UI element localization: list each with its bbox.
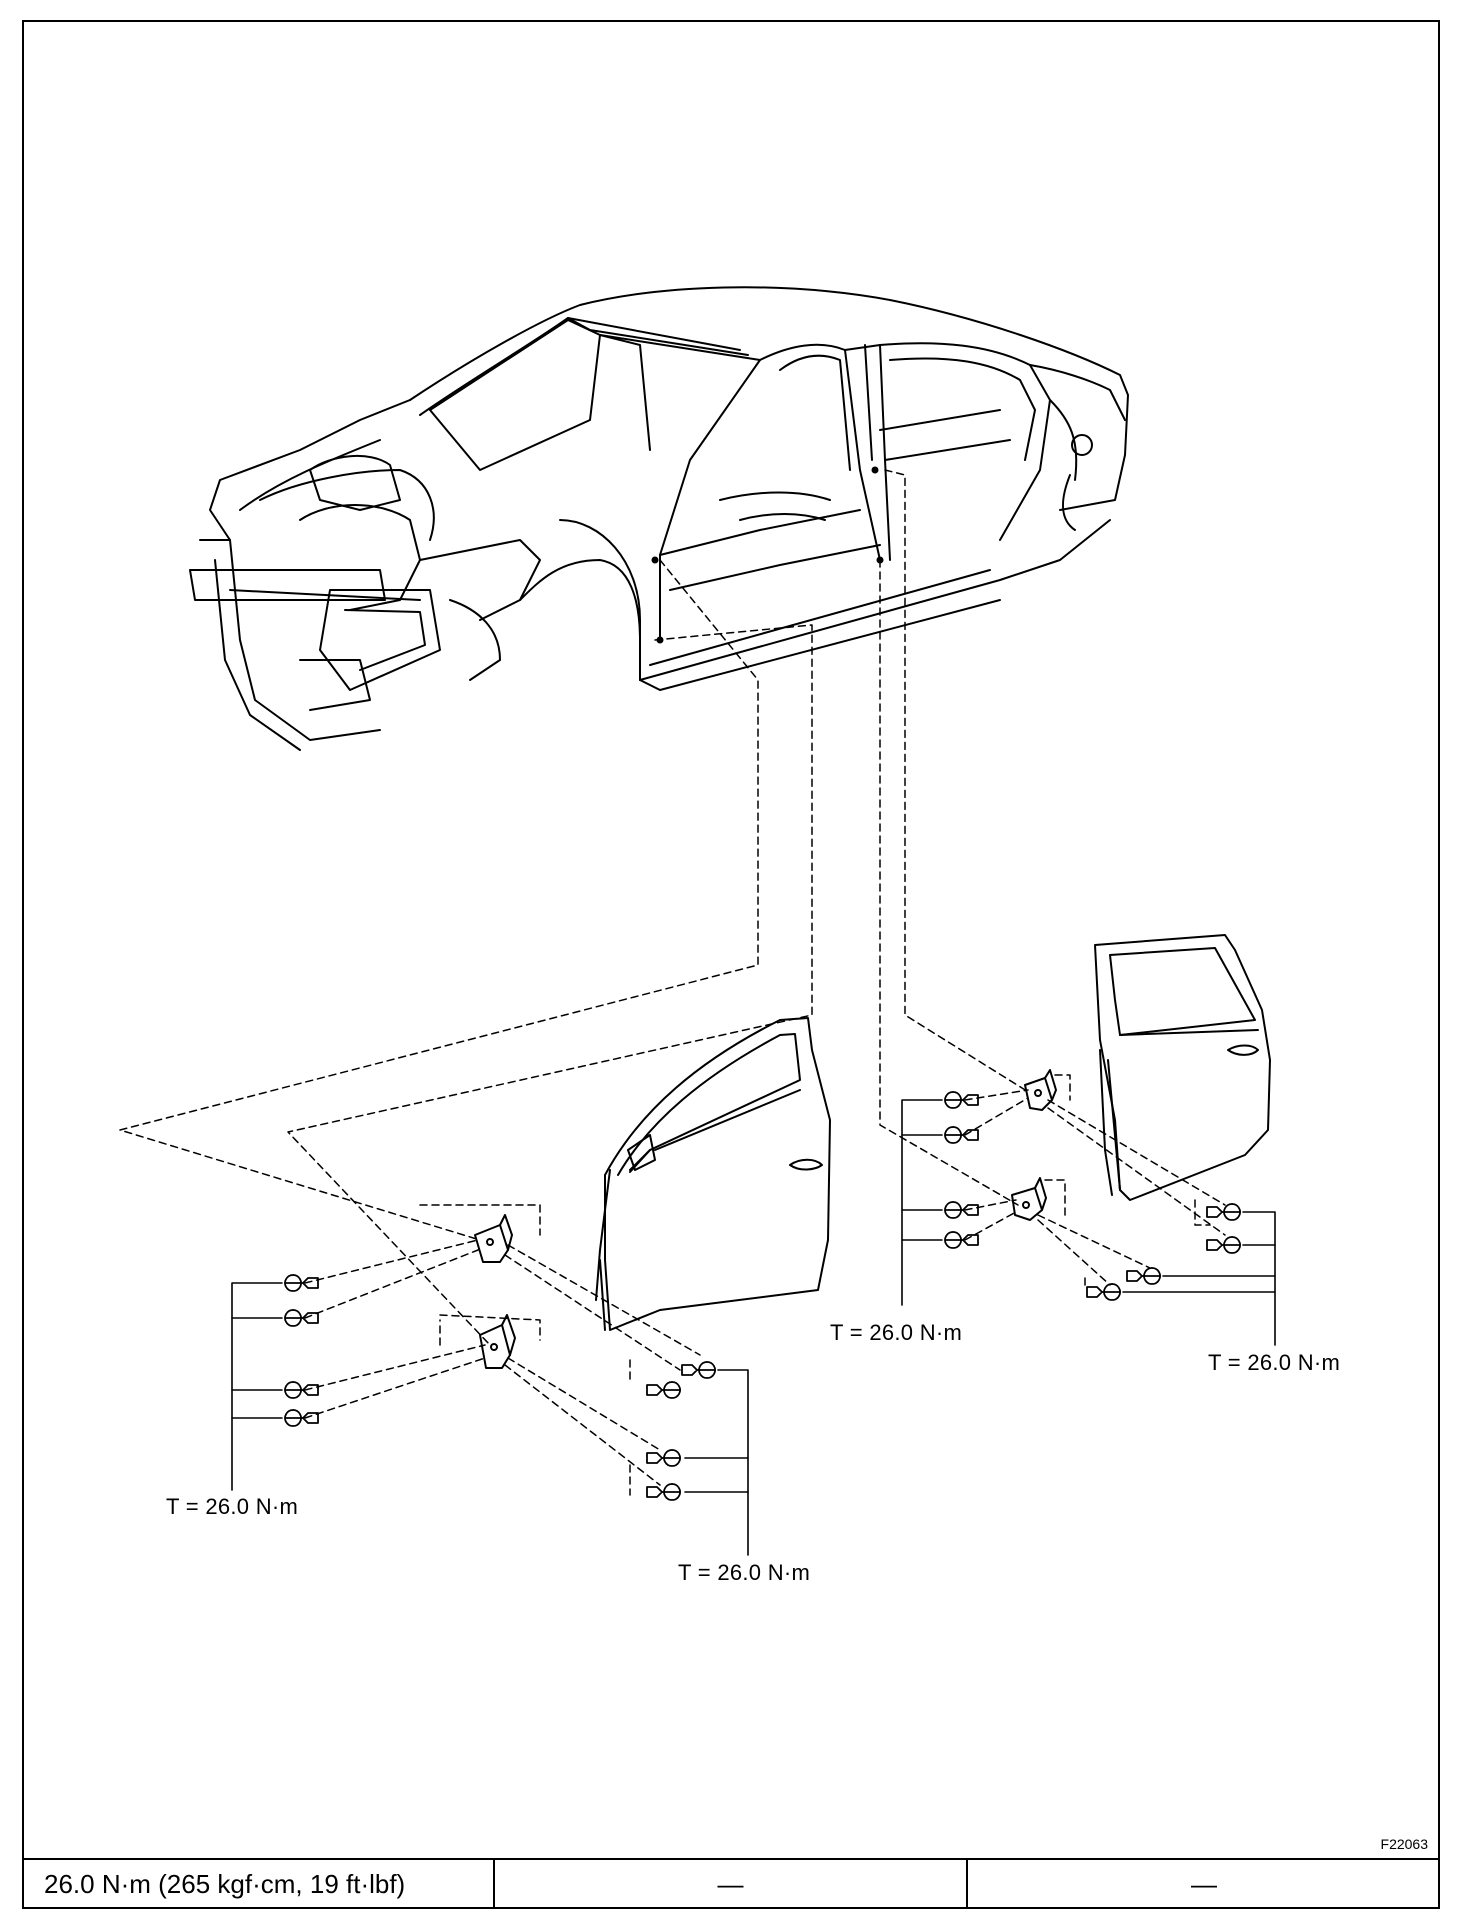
torque-leaders — [231, 1099, 1276, 1556]
front-lower-hinge — [479, 1314, 516, 1369]
car-body-shell — [189, 286, 1129, 751]
rear-door — [1094, 934, 1271, 1201]
spec-cell-2: — — [495, 1860, 968, 1909]
hinge-bolts — [284, 1091, 1241, 1501]
figure-id: F22063 — [1380, 1836, 1428, 1852]
rear-upper-hinge — [1024, 1069, 1057, 1111]
front-door — [595, 1017, 831, 1331]
diagram-frame — [22, 20, 1440, 1909]
torque-label-rear-left: T = 26.0 N·m — [830, 1320, 963, 1345]
spec-cell-torque: 26.0 N·m (265 kgf·cm, 19 ft·lbf) — [22, 1860, 495, 1909]
torque-label-front-right: T = 26.0 N·m — [678, 1560, 811, 1585]
rear-lower-hinge — [1011, 1177, 1047, 1221]
torque-label-rear-right: T = 26.0 N·m — [1208, 1350, 1341, 1375]
alignment-dashed-lines — [119, 469, 1226, 1496]
spec-table: 26.0 N·m (265 kgf·cm, 19 ft·lbf) — — — [22, 1858, 1440, 1909]
front-upper-hinge — [474, 1214, 513, 1263]
torque-label-front-left: T = 26.0 N·m — [166, 1494, 299, 1519]
spec-cell-3: — — [1191, 1869, 1217, 1899]
